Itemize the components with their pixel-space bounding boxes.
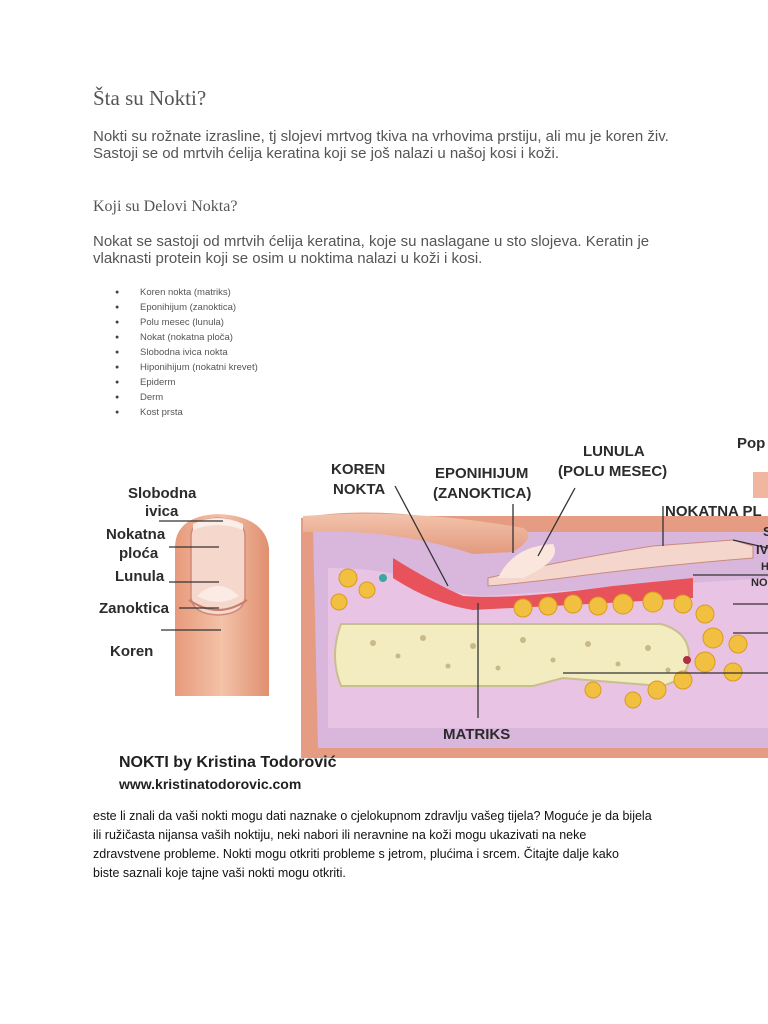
label-eponihijum: EPONIHIJUM <box>435 465 528 482</box>
list-item: Epiderm <box>115 375 258 390</box>
finger-drawing: Slobodna ivica Nokatna ploća Lunula Zano… <box>99 485 269 696</box>
label-edge-h: H <box>761 561 768 573</box>
label-edge-no: NO <box>751 577 768 589</box>
vessel-dot <box>379 574 387 582</box>
health-line-3: zdravstvene probleme. Nokti mogu otkriti… <box>93 847 619 861</box>
list-item: Eponihijum (zanoktica) <box>115 300 258 315</box>
list-item: Slobodna ivica nokta <box>115 345 258 360</box>
intro-line-2: Sastoji se od mrtvih ćelija keratina koj… <box>93 145 560 162</box>
label-edge-s: S <box>763 524 768 539</box>
lunula-section <box>498 544 555 578</box>
top-skin-fold <box>303 513 529 554</box>
nail-plate-section <box>487 539 754 587</box>
section-subtitle: Koji su Delovi Nokta? <box>93 198 238 215</box>
cuticle-line <box>188 599 248 611</box>
finger-bone <box>334 623 691 688</box>
nail-cross-section: KOREN NOKTA EPONIHIJUM (ZANOKTICA) LUNUL… <box>301 435 768 758</box>
page-title: Šta su Nokti? <box>93 86 207 110</box>
nail-parts-list: Koren nokta (matriks) Eponihijum (zanokt… <box>115 285 258 420</box>
label-pop: Pop <box>737 435 765 452</box>
leader-line <box>394 485 449 587</box>
health-line-2: ili ružičasta nijansa vaših noktiju, nek… <box>93 828 587 842</box>
label-koren-left: Koren <box>110 643 153 660</box>
leader-line <box>732 539 768 549</box>
label-edge-iv: IV <box>756 542 768 557</box>
label-slobodna: Slobodna <box>128 485 197 502</box>
label-nokatna-pl: NOKATNA PL <box>665 503 762 520</box>
list-item: Kost prsta <box>115 405 258 420</box>
vessel-dot <box>683 656 691 664</box>
label-ivica: ivica <box>145 503 179 520</box>
health-paragraph: este li znali da vaši nokti mogu dati na… <box>93 807 683 883</box>
list-item: Koren nokta (matriks) <box>115 285 258 300</box>
nail-anatomy-figure: Slobodna ivica Nokatna ploća Lunula Zano… <box>93 428 768 796</box>
label-zanoktica-top: (ZANOKTICA) <box>433 485 531 502</box>
label-matriks: MATRIKS <box>443 726 510 743</box>
label-ploca: ploća <box>119 545 159 562</box>
lunula-shape <box>197 586 239 602</box>
figure-credit-title: NOKTI by Kristina Todorović <box>119 754 337 771</box>
nail-anatomy-illustration: Slobodna ivica Nokatna ploća Lunula Zano… <box>99 435 768 792</box>
list-item: Derm <box>115 390 258 405</box>
figure-credit-url: www.kristinatodorovic.com <box>118 776 301 792</box>
label-nokatna: Nokatna <box>106 526 166 543</box>
leader-line <box>537 487 576 557</box>
legend-swatch <box>753 472 768 498</box>
intro-line-1: Nokti su rožnate izrasline, tj slojevi m… <box>93 128 669 145</box>
label-polu-mesec: (POLU MESEC) <box>558 463 667 480</box>
intro-paragraph: Nokti su rožnate izrasline, tj slojevi m… <box>93 128 693 162</box>
fat-cells <box>330 568 748 709</box>
label-lunula-top: LUNULA <box>583 443 645 460</box>
label-lunula-left: Lunula <box>115 568 165 585</box>
label-koren-top: KOREN <box>331 461 385 478</box>
list-item: Polu mesec (lunula) <box>115 315 258 330</box>
list-item: Nokat (nokatna ploča) <box>115 330 258 345</box>
health-line-1: este li znali da vaši nokti mogu dati na… <box>93 809 652 823</box>
keratin-paragraph: Nokat se sastoji od mrtvih ćelija kerati… <box>93 233 650 267</box>
label-nokta-top: NOKTA <box>333 481 385 498</box>
bone-texture <box>370 635 671 673</box>
label-zanoktica: Zanoktica <box>99 600 170 617</box>
list-item: Hiponihijum (nokatni krevet) <box>115 360 258 375</box>
health-line-4: biste saznali koje tajne vaši nokti mogu… <box>93 866 346 880</box>
